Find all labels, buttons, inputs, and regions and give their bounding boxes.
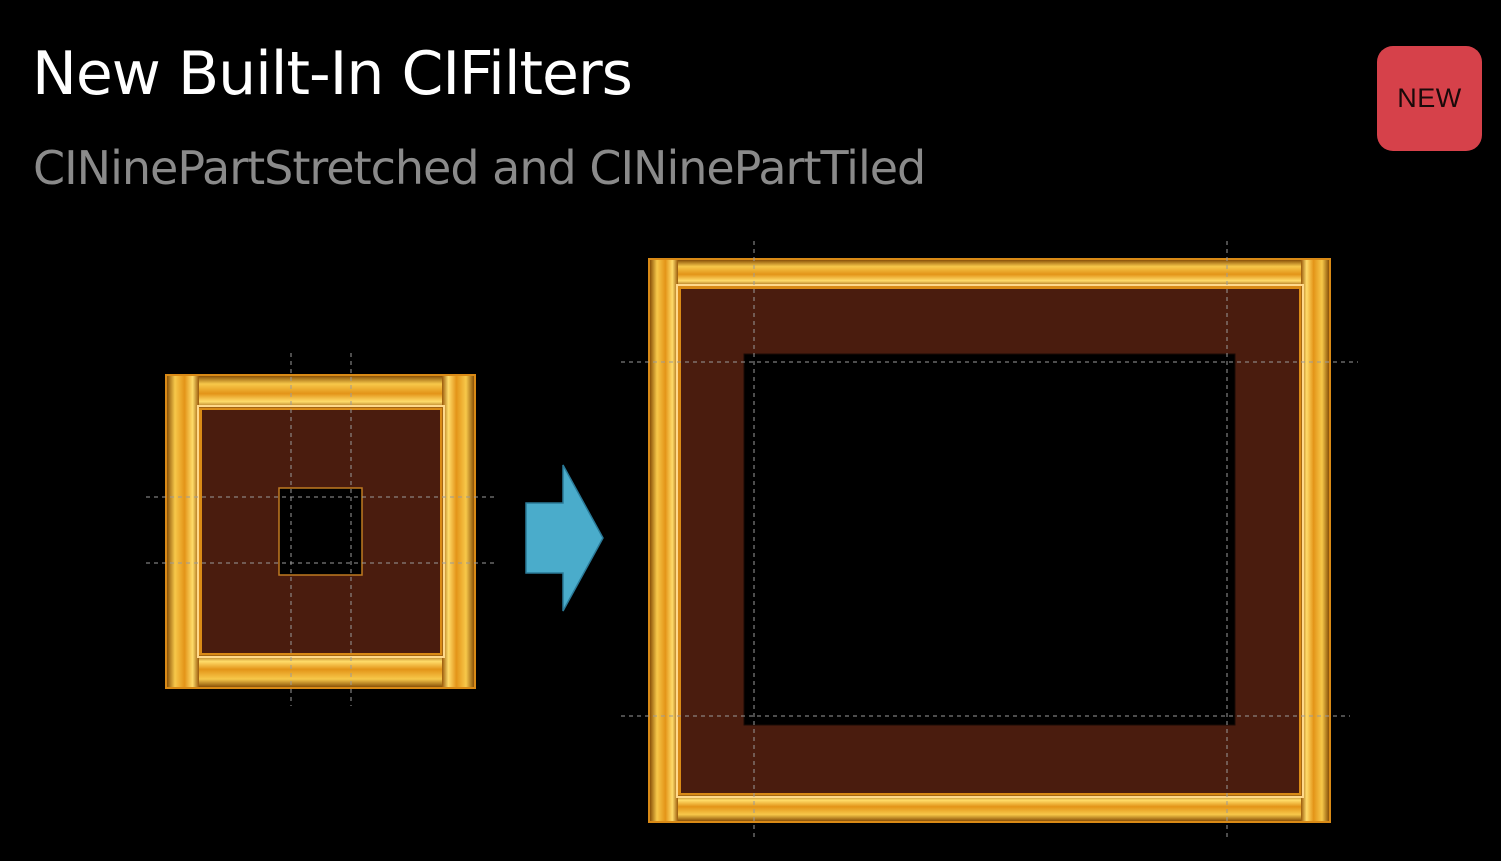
source-guides [146, 353, 497, 706]
stretched-frame [648, 258, 1331, 823]
new-badge: NEW [1377, 46, 1482, 151]
source-frame [165, 374, 476, 689]
slide-subtitle: CINinePartStretched and CINinePartTiled [33, 141, 926, 195]
stretched-guides [621, 241, 1358, 840]
right-arrow-icon [525, 464, 604, 612]
new-badge-label: NEW [1397, 83, 1462, 113]
slide-title: New Built-In CIFilters [32, 39, 633, 109]
